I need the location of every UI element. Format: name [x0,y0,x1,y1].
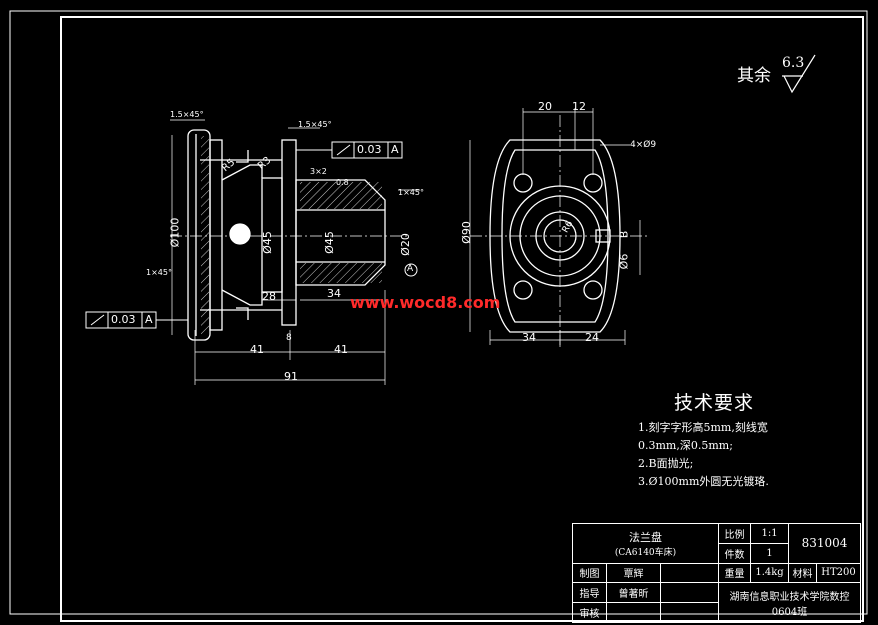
weight-label: 重量 [718,562,752,584]
tol-top-datum: A [391,143,399,156]
scale-label: 比例 [718,523,752,544]
tol-left-value: 0.03 [111,313,136,326]
d34-right-label: 34 [522,331,536,344]
class-name: 0604班 [771,606,808,618]
guide-by: 曾著昕 [606,582,661,604]
chamfer-top-label: 1.5×45° [170,110,204,119]
outer-border [9,10,868,615]
dia20-label: Ø20 [398,233,412,256]
title-block: 法兰盘 (CA6140车床) 比例 1:1 831004 件数 1 制图 覃辉 … [571,523,862,623]
watermark: www.wocd8.com [350,293,501,312]
inner-border [60,16,864,622]
dia6-label: Ø6 [617,253,631,270]
b-label: B [617,230,631,239]
d8-label: 8 [286,333,292,343]
chamfer-mid-label: 1.5×45° [298,120,332,129]
guide-label: 指导 [572,582,607,604]
datum-a-circle [404,263,418,277]
ra-label: 0.8 [336,178,349,187]
scale-value: 1:1 [750,523,790,544]
school-name: 湖南信息职业技术学院数控 [729,591,850,603]
qty-value: 1 [750,542,790,564]
drawn-by: 覃辉 [606,562,661,584]
d24-label: 24 [585,331,599,344]
boss-hatch-top [300,182,382,209]
d12-label: 12 [572,100,586,113]
tech-line: 3.Ø100mm外圆无光镀珞. [638,475,769,488]
tech-requirements: 技术要求 1.刻字字形高5mm,刻线宽 0.3mm,深0.5mm; 2.B面抛光… [638,388,769,491]
right-dimension-lines [469,108,641,345]
drawn-label: 制图 [572,562,607,584]
d3x2-label: 3×2 [310,167,327,176]
review-label: 审核 [572,602,607,623]
part-subtitle: (CA6140车床) [614,547,677,558]
roughness-value: 6.3 [782,55,805,71]
d34-label: 34 [327,287,341,300]
chamfer-right-label: 1×45° [398,188,424,197]
d28-label: 28 [262,290,276,303]
weight-value: 1.4kg [750,562,790,584]
d41b-label: 41 [334,343,348,356]
material-label: 材料 [788,562,818,584]
tol-top-value: 0.03 [357,143,382,156]
tech-title: 技术要求 [674,392,755,414]
roughness-text: 其余 [737,66,771,86]
school-cell: 湖南信息职业技术学院数控 0604班 [718,582,862,623]
tolerance-frame-top [296,141,403,159]
left-section-view [187,129,386,341]
empty-cell [659,582,720,604]
part-name-cell: 法兰盘 (CA6140车床) [571,523,720,564]
material-value: HT200 [816,562,862,584]
roughness-note: 其余 6.3 [737,55,804,86]
tech-line: 2.B面抛光; [638,457,694,470]
empty-cell [659,602,720,623]
empty-cell [659,562,720,584]
boss-hatch-bottom [300,263,382,283]
tol-left-datum: A [145,313,153,326]
holes-label: 4×Ø9 [630,140,657,150]
qty-label: 件数 [718,542,752,564]
dia100-label: Ø100 [168,217,182,248]
left-dimension-lines [170,119,420,385]
roughness-symbol [782,54,816,94]
datum-a-label: A [407,264,414,274]
part-name: 法兰盘 [629,530,663,544]
empty-cell [606,602,661,623]
tech-line: 1.刻字字形高5mm,刻线宽 [638,421,768,434]
dia45b-label: Ø45 [322,231,336,254]
chamfer-left-label: 1×45° [146,268,172,277]
d41a-label: 41 [250,343,264,356]
drawing-number: 831004 [788,523,862,564]
dia90-label: Ø90 [459,221,473,244]
tech-line: 0.3mm,深0.5mm; [638,439,733,452]
d20-label: 20 [538,100,552,113]
right-centerlines [470,115,650,350]
d91-label: 91 [284,370,298,383]
tolerance-frame-left [85,311,188,329]
dia45-label: Ø45 [260,231,274,254]
flange-hatch [201,136,209,334]
